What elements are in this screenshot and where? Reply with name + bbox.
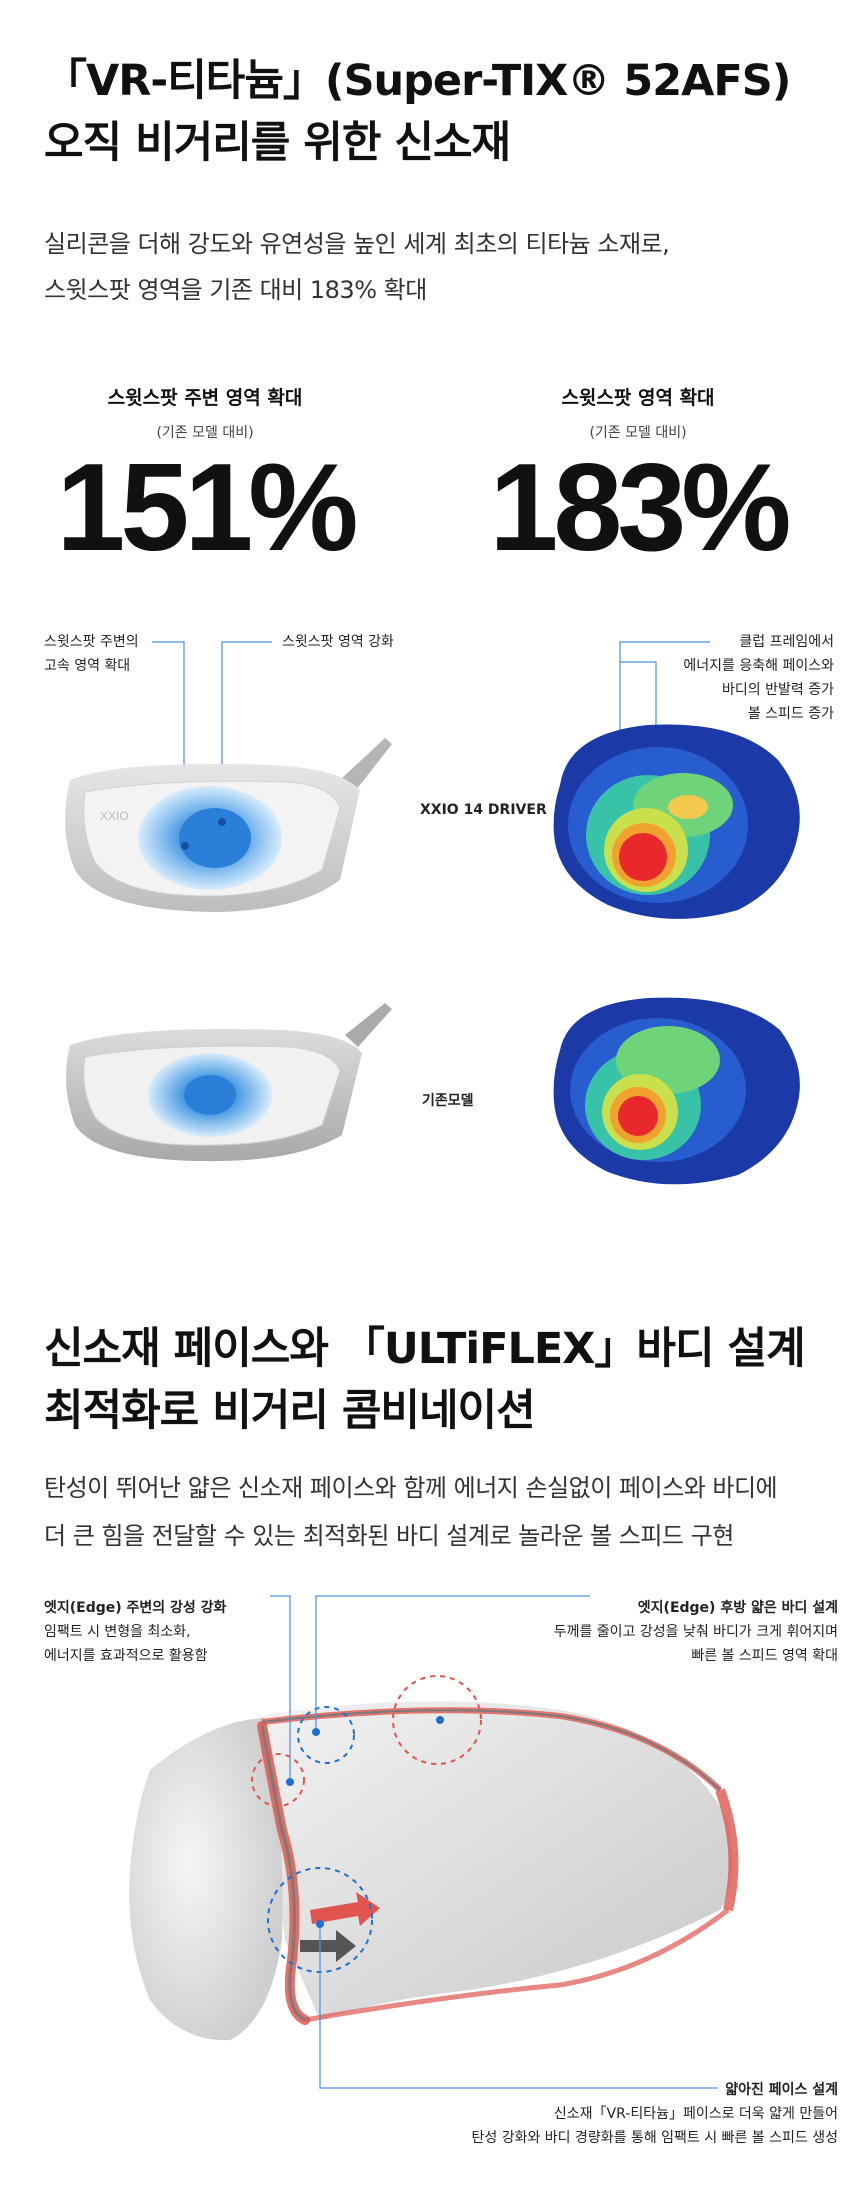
ann-rear-line2: 빠른 볼 스피드 영역 확대 [691,1648,838,1664]
ann-edge-line2: 에너지를 효과적으로 활용함 [44,1648,208,1664]
section1-desc-line1: 실리콘을 더해 강도와 유연성을 높인 세계 최초의 티타늄 소재로, [44,230,670,258]
ann-rear-line1: 두께를 줄이고 강성을 낮춰 바디가 크게 휘어지며 [553,1624,838,1640]
heatmap-new [553,724,800,919]
stat-sweet-value: 183% [489,439,791,577]
ann-frame-line3: 바디의 반발력 증가 [722,682,834,698]
driver-head-old [66,1003,392,1162]
ann-frame-line1: 클럽 프레임에서 [739,634,834,650]
stat-sweet-block: 스윗스팟 영역 확대 (기존 모델 대비) 183% [458,383,818,570]
section2-desc-line1: 탄성이 뛰어난 얇은 신소재 페이스와 함께 에너지 손실없이 페이스와 바디에 [44,1474,778,1502]
stat-around-label: 스윗스팟 주변 영역 확대 [107,387,303,409]
stat-sweet-label: 스윗스팟 영역 확대 [561,387,715,409]
heatmap-old [553,997,800,1185]
section2-title-line2: 최적화로 비거리 콤비네이션 [44,1386,536,1436]
ann-around-line1: 스윗스팟 주변의 [44,634,139,650]
ann-rear: 엣지(Edge) 후방 얇은 바디 설계 두께를 줄이고 강성을 낮춰 바디가 … [554,1596,838,1668]
stat-around-block: 스윗스팟 주변 영역 확대 (기존 모델 대비) 151% [25,383,385,570]
ann-sweet: 스윗스팟 영역 강화 [282,634,394,650]
section1-title-line2: 오직 비거리를 위한 신소재 [44,118,511,168]
ann-face: 얇아진 페이스 설계 신소재「VR-티타늄」페이스로 더욱 얇게 만들어 탄성 … [471,2078,838,2150]
ann-around: 스윗스팟 주변의 고속 영역 확대 [44,630,139,678]
ann-frame-line4: 볼 스피드 증가 [747,706,834,722]
ann-face-line2: 탄성 강화와 바디 경량화를 통해 임팩트 시 빠른 볼 스피드 생성 [471,2130,838,2146]
stat-around-note: (기존 모델 대비) [156,425,254,441]
stat-sweet-note: (기존 모델 대비) [589,425,687,441]
section1-desc-line2: 스윗스팟 영역을 기존 대비 183% 확대 [44,276,427,304]
section2-title-line1: 신소재 페이스와 「ULTiFLEX」바디 설계 [44,1324,806,1374]
ann-around-line2: 고속 영역 확대 [44,658,131,674]
ann-face-line1: 신소재「VR-티타늄」페이스로 더욱 얇게 만들어 [553,2106,838,2122]
driver-head-new-logo: XXIO [100,809,129,823]
ann-edge: 엣지(Edge) 주변의 강성 강화 임팩트 시 변형을 최소화, 에너지를 효… [44,1596,226,1668]
ann-frame-line2: 에너지를 응축해 페이스와 [683,658,834,674]
ann-rear-title: 엣지(Edge) 후방 얇은 바디 설계 [637,1600,838,1616]
ann-edge-line1: 임팩트 시 변형을 최소화, [44,1624,191,1640]
ann-face-title: 얇아진 페이스 설계 [725,2082,838,2098]
ann-frame: 클럽 프레임에서 에너지를 응축해 페이스와 바디의 반발력 증가 볼 스피드 … [683,630,834,726]
ann-edge-title: 엣지(Edge) 주변의 강성 강화 [44,1600,227,1616]
driver-head-new: XXIO [65,738,392,912]
cutaway-head-diagram [129,1595,739,2089]
model-label-new: XXIO 14 DRIVER [420,802,547,818]
stat-around-value: 151% [56,439,358,577]
section2-desc-line2: 더 큰 힘을 전달할 수 있는 최적화된 바디 설계로 놀라운 볼 스피드 구현 [44,1522,734,1550]
section1-title-line1: 「VR-티타늄」(Super-TIX® 52AFS) [44,56,791,106]
model-label-old: 기존모델 [422,1093,474,1109]
